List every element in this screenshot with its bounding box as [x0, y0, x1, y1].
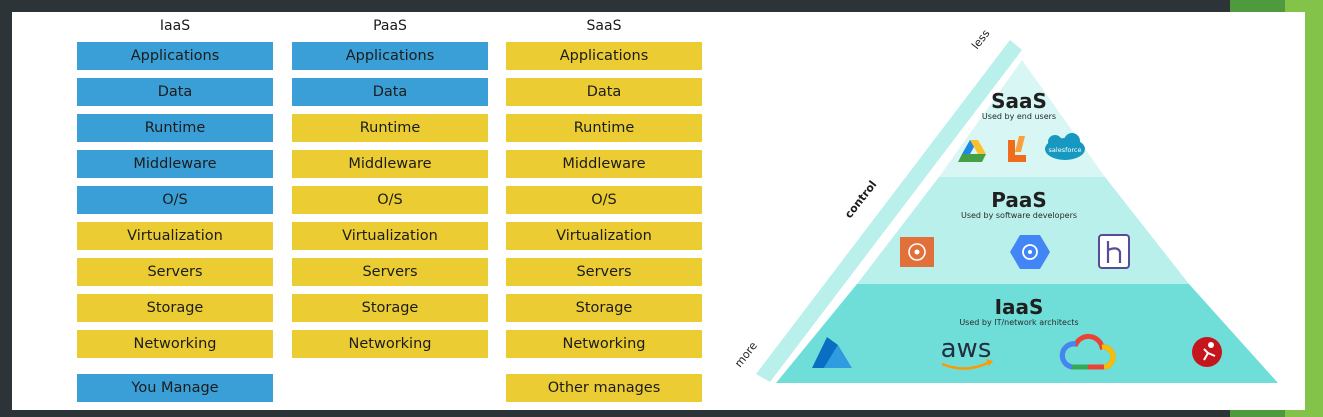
- control-axis-label: control: [842, 178, 879, 221]
- layer-cell-middleware: Middleware: [77, 150, 273, 178]
- layer-cell-networking: Networking: [506, 330, 702, 358]
- heroku-icon: [1098, 234, 1130, 269]
- cloud-platform-icon: [900, 237, 934, 267]
- layer-cell-servers: Servers: [506, 258, 702, 286]
- layer-cell-data: Data: [77, 78, 273, 106]
- aws-icon-text: aws: [941, 334, 992, 364]
- iaas-tier: [776, 284, 1278, 383]
- legend-other-manages: Other manages: [506, 374, 702, 402]
- layer-cell-networking: Networking: [77, 330, 273, 358]
- layer-cell-o-s: O/S: [292, 186, 488, 214]
- layer-cell-virtualization: Virtualization: [506, 222, 702, 250]
- cloud-pyramid-diagram: less control more SaaS Used by end users…: [732, 27, 1278, 383]
- saas-column-header: SaaS: [586, 18, 622, 34]
- saas-tier-subtitle: Used by end users: [982, 112, 1056, 121]
- salesforce-icon: salesforce: [1045, 133, 1085, 160]
- iaas-tier-title: IaaS: [995, 295, 1044, 319]
- paas-column-header: PaaS: [373, 18, 407, 34]
- azure-icon: [812, 337, 852, 368]
- layer-cell-applications: Applications: [506, 42, 702, 70]
- layer-cell-data: Data: [292, 78, 488, 106]
- layer-cell-o-s: O/S: [77, 186, 273, 214]
- control-more-label: more: [732, 339, 760, 370]
- layer-cell-applications: Applications: [292, 42, 488, 70]
- salesforce-icon-text: salesforce: [1049, 146, 1082, 154]
- layer-cell-storage: Storage: [77, 294, 273, 322]
- paas-tier-subtitle: Used by software developers: [961, 211, 1077, 220]
- iaas-tier-subtitle: Used by IT/network architects: [959, 318, 1078, 327]
- layer-cell-virtualization: Virtualization: [77, 222, 273, 250]
- layer-cell-networking: Networking: [292, 330, 488, 358]
- layer-cell-runtime: Runtime: [292, 114, 488, 142]
- layer-cell-data: Data: [506, 78, 702, 106]
- layer-cell-middleware: Middleware: [292, 150, 488, 178]
- legend-you-manage: You Manage: [77, 374, 273, 402]
- saas-tier-title: SaaS: [991, 89, 1047, 113]
- layer-cell-servers: Servers: [77, 258, 273, 286]
- control-less-label: less: [969, 27, 993, 52]
- layer-cell-middleware: Middleware: [506, 150, 702, 178]
- layer-cell-applications: Applications: [77, 42, 273, 70]
- lucid-icon: [1008, 136, 1026, 162]
- rackspace-icon: [1192, 337, 1222, 367]
- layer-cell-runtime: Runtime: [77, 114, 273, 142]
- google-drive-icon: [958, 140, 986, 162]
- paas-tier-title: PaaS: [991, 188, 1047, 212]
- layer-cell-servers: Servers: [292, 258, 488, 286]
- layer-cell-o-s: O/S: [506, 186, 702, 214]
- layer-cell-virtualization: Virtualization: [292, 222, 488, 250]
- iaas-column-header: IaaS: [159, 18, 191, 34]
- layer-cell-storage: Storage: [506, 294, 702, 322]
- control-band: [756, 40, 1022, 382]
- aws-icon: aws: [941, 334, 993, 370]
- google-cloud-icon: [1059, 333, 1116, 370]
- layer-cell-storage: Storage: [292, 294, 488, 322]
- layer-cell-runtime: Runtime: [506, 114, 702, 142]
- google-app-engine-icon: [1010, 235, 1050, 269]
